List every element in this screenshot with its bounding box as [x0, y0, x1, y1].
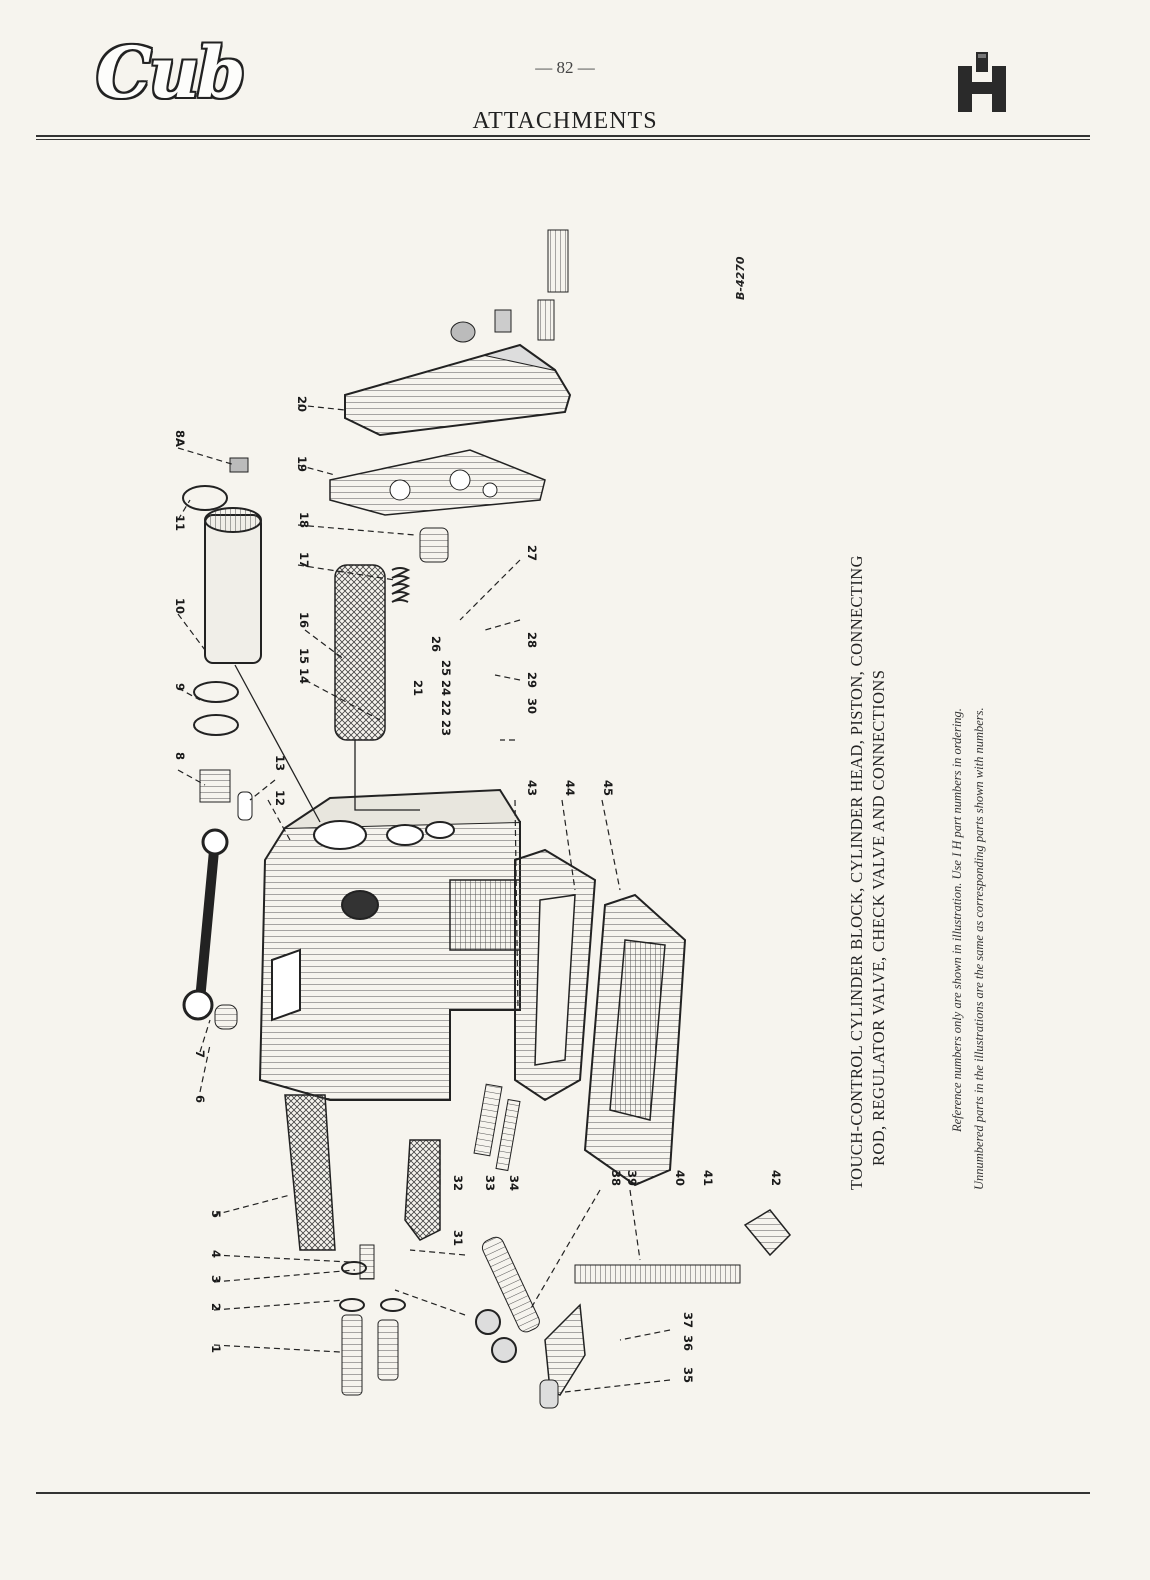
callout-18: 18 — [297, 512, 311, 528]
fitting-8 — [199, 769, 231, 803]
callout-labels: 1 2 3 4 5 6 7 8 8A 9 10 11 12 13 14 15 1… — [173, 396, 783, 1383]
callout-21: 21 — [411, 680, 425, 696]
callout-6: 6 — [193, 1095, 207, 1103]
callout-33: 33 — [483, 1175, 497, 1191]
side-cover-gasket — [514, 848, 597, 1102]
ring-9a — [193, 681, 239, 703]
figure-caption: TOUCH-CONTROL CYLINDER BLOCK, CYLINDER H… — [846, 470, 990, 1190]
figure-reference-code: B-4270 — [734, 256, 747, 300]
callout-20: 20 — [295, 396, 309, 412]
pin-13 — [237, 791, 253, 821]
callout-26: 26 — [429, 636, 443, 652]
header-rule — [36, 135, 1090, 137]
callout-8a: 8A — [173, 430, 187, 447]
cylinder-head — [344, 343, 572, 437]
connecting-rod — [182, 828, 238, 1030]
cylinder-block — [258, 788, 521, 1101]
page-number: — 82 — — [535, 58, 595, 77]
callout-43: 43 — [525, 780, 539, 796]
lower-fittings — [339, 1083, 792, 1409]
callout-22: 22 — [439, 700, 453, 716]
callout-4: 4 — [209, 1250, 223, 1258]
note-line: Reference numbers only are shown in illu… — [950, 708, 964, 1132]
callout-42: 42 — [769, 1170, 783, 1186]
callout-34: 34 — [507, 1175, 521, 1191]
callout-14: 14 — [297, 668, 311, 684]
callout-19: 19 — [295, 456, 309, 472]
ih-logo — [958, 52, 1006, 112]
callout-30: 30 — [525, 698, 539, 714]
callout-41: 41 — [701, 1170, 715, 1186]
header-rule-thin — [36, 139, 1090, 140]
callout-16: 16 — [297, 612, 311, 628]
note-line: Unnumbered parts in the illustrations ar… — [972, 707, 986, 1190]
callout-8: 8 — [173, 752, 187, 760]
callout-35: 35 — [681, 1367, 695, 1383]
callout-29: 29 — [525, 672, 539, 688]
callout-38: 38 — [609, 1170, 623, 1186]
callout-39: 39 — [625, 1170, 639, 1186]
callout-15: 15 — [297, 648, 311, 664]
caption-line: ROD, REGULATOR VALVE, CHECK VALVE AND CO… — [869, 669, 888, 1166]
valve-18 — [419, 527, 449, 563]
callout-36: 36 — [681, 1335, 695, 1351]
callout-9: 9 — [173, 683, 187, 691]
section-title: ATTACHMENTS — [472, 108, 658, 134]
callout-1: 1 — [209, 1345, 223, 1353]
callout-3: 3 — [209, 1275, 223, 1283]
callout-25: 25 — [439, 660, 453, 676]
spring-17 — [391, 567, 411, 603]
caption-title: TOUCH-CONTROL CYLINDER BLOCK, CYLINDER H… — [846, 470, 890, 1190]
side-cover — [583, 893, 687, 1187]
callout-31: 31 — [451, 1230, 465, 1246]
callout-10: 10 — [173, 598, 187, 614]
footer-rule — [36, 1492, 1090, 1494]
ring-11 — [182, 485, 228, 511]
callout-24: 24 — [439, 680, 453, 696]
callout-44: 44 — [563, 780, 577, 796]
callout-17: 17 — [297, 552, 311, 568]
callout-23: 23 — [439, 720, 453, 736]
callout-7: 7 — [193, 1050, 207, 1058]
callout-27: 27 — [525, 545, 539, 561]
ring-9b — [193, 714, 239, 736]
screen-16 — [334, 564, 386, 741]
callout-45: 45 — [601, 780, 615, 796]
callout-40: 40 — [673, 1170, 687, 1186]
assembly-arrows — [234, 664, 420, 823]
bolts — [450, 229, 569, 343]
callout-2: 2 — [209, 1303, 223, 1311]
callout-28: 28 — [525, 632, 539, 648]
piston — [204, 507, 262, 664]
cub-logo: Cub — [96, 31, 246, 114]
callout-32: 32 — [451, 1175, 465, 1191]
caption-line: TOUCH-CONTROL CYLINDER BLOCK, CYLINDER H… — [847, 555, 866, 1190]
callout-5: 5 — [209, 1210, 223, 1218]
callout-37: 37 — [681, 1312, 695, 1328]
plug-8a — [229, 457, 249, 473]
caption-notes: Reference numbers only are shown in illu… — [946, 470, 990, 1190]
head-gasket — [329, 449, 546, 516]
leader-lines — [177, 404, 671, 1393]
screen-5 — [284, 1094, 336, 1251]
callout-13: 13 — [273, 755, 287, 771]
callout-11: 11 — [173, 515, 187, 531]
callout-12: 12 — [273, 790, 287, 806]
